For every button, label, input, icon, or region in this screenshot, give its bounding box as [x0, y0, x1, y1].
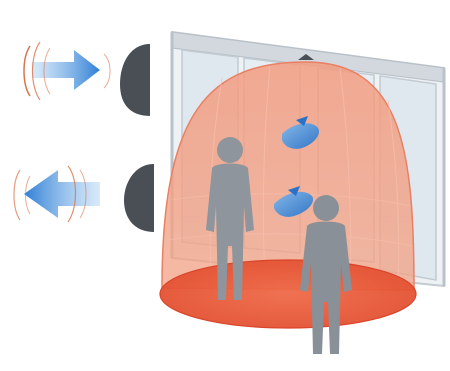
sensor-head-icon [124, 164, 154, 232]
arrow-right-icon [24, 42, 110, 100]
sensor-head-icon [120, 44, 150, 116]
arrow-left-icon [14, 166, 100, 222]
detection-floor-area [160, 260, 416, 328]
